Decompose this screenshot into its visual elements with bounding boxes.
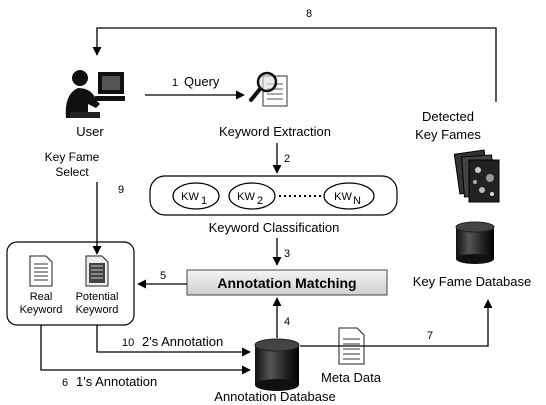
step-10-number: 10: [122, 337, 134, 349]
keyword-classification-label: Keyword Classification: [209, 220, 340, 235]
kw1-subscript: 1: [201, 195, 207, 207]
key-frame-select-label-line2: Select: [55, 165, 89, 179]
magnifier-document-icon: [249, 71, 288, 107]
key-frame-select-label-line1: Key Fame: [45, 150, 100, 164]
step-2-number: 2: [284, 153, 290, 165]
keyword-kw2: KW 2: [228, 182, 276, 210]
user-label: User: [76, 124, 104, 139]
step-6-number: 6: [62, 377, 68, 389]
real-keyword-label-line1: Real: [30, 291, 53, 303]
arrow-step-8: [92, 27, 497, 102]
keyword-extraction-label: Keyword Extraction: [219, 124, 331, 139]
annotation-matching-box: [186, 269, 388, 296]
keyword-kwn: KW N: [323, 182, 375, 210]
step-9-number: 9: [118, 184, 124, 196]
annotation-database-label: Annotation Database: [214, 389, 335, 404]
real-keyword-document-icon: [29, 255, 53, 287]
step-1-label: Query: [184, 74, 220, 89]
kw1-text: KW: [181, 191, 199, 203]
step-7-number: 7: [427, 330, 433, 342]
detected-key-frames-label-line1: Detected: [422, 109, 474, 124]
kw2-text: KW: [237, 191, 255, 203]
key-frame-database-icon: [455, 221, 495, 264]
kwn-subscript: N: [353, 195, 361, 207]
arrow-step-6: [40, 325, 251, 375]
step-3-number: 3: [284, 248, 290, 260]
meta-data-label: Meta Data: [321, 370, 382, 385]
potential-keyword-label-line2: Keyword: [76, 304, 119, 316]
potential-keyword-document-icon: [85, 255, 109, 287]
step-10-label: 2's Annotation: [142, 334, 223, 349]
step-8-number: 8: [306, 8, 312, 20]
arrow-step-10: [96, 325, 251, 357]
step-5-number: 5: [160, 270, 166, 282]
potential-keyword-label-line1: Potential: [76, 291, 119, 303]
step-1-number: 1: [172, 77, 178, 89]
kwn-text: KW: [334, 191, 352, 203]
kw2-subscript: 2: [257, 195, 263, 207]
step-6-label: 1's Annotation: [76, 374, 157, 389]
annotation-matching-label: Annotation Matching: [217, 275, 356, 291]
keyword-kw1: KW 1: [172, 182, 220, 210]
real-keyword-label-line2: Keyword: [20, 304, 63, 316]
detected-key-frames-icon: [453, 149, 500, 203]
user-icon: [62, 66, 126, 118]
detected-key-frames-label-line2: Key Fames: [415, 127, 481, 142]
annotation-database-icon: [254, 338, 300, 391]
step-4-number: 4: [284, 316, 290, 328]
key-frame-database-label: Key Fame Database: [413, 274, 532, 289]
arrow-step-7: [300, 299, 493, 347]
